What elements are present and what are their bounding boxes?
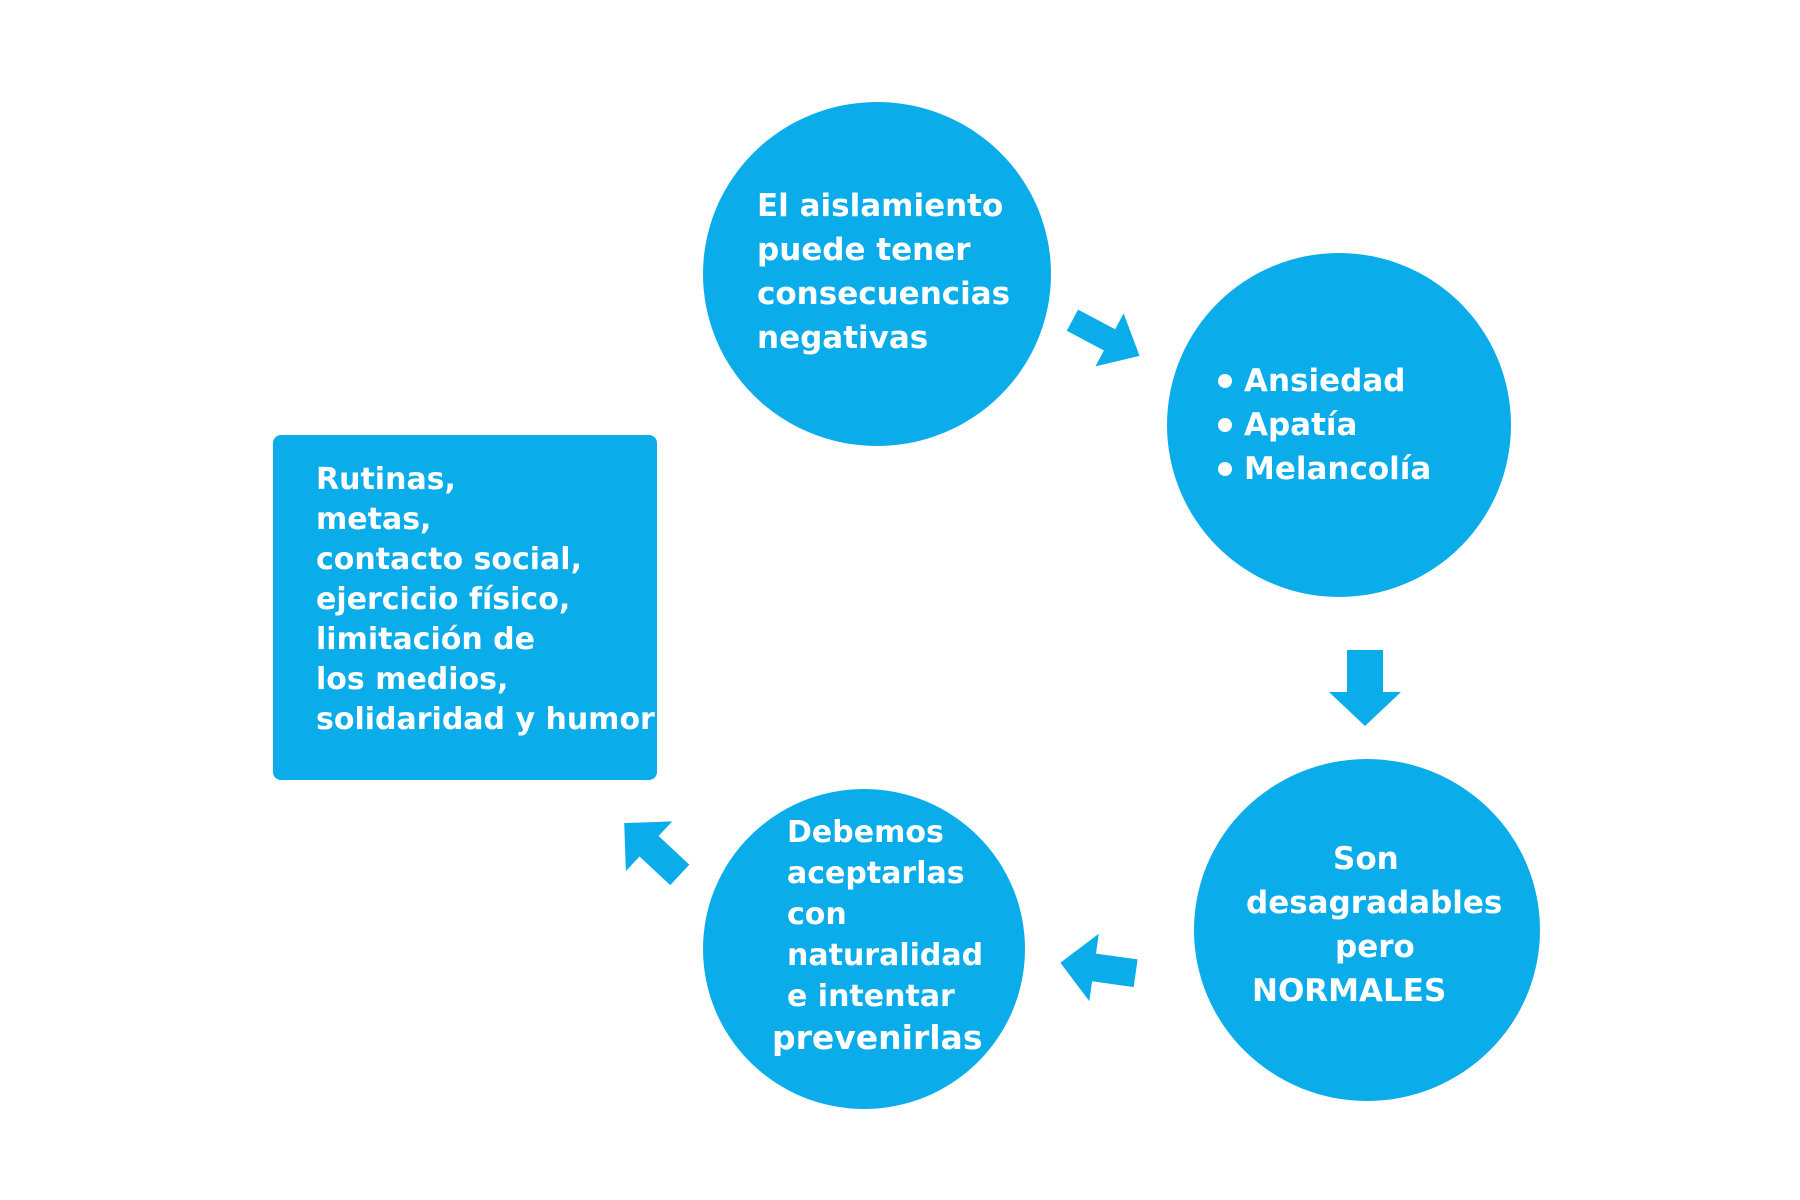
emotions-list-item: Melancolía [1218, 447, 1431, 491]
circle-normal-line: pero [1335, 929, 1415, 965]
arrow-right-to-bottom-right [1325, 648, 1405, 728]
box-strategies-text: Rutinas, metas, contacto social, ejercic… [316, 460, 655, 740]
circle-isolation-line: consecuencias [757, 276, 1011, 312]
emotions-list-item-label: Apatía [1244, 407, 1358, 443]
circle-accept-text: Debemos aceptarlas con naturalidad e int… [772, 812, 983, 1058]
box-strategies-line: contacto social, [316, 542, 582, 577]
circle-isolation-line: negativas [757, 320, 929, 356]
box-strategies [273, 435, 657, 780]
circle-isolation [703, 102, 1051, 446]
circle-isolation-line: El aislamiento [757, 188, 1004, 224]
circle-accept-line: e intentar [787, 979, 955, 1014]
box-strategies-line: Rutinas, [316, 462, 456, 497]
emotions-list: Ansiedad Apatía Melancolía [1218, 359, 1431, 491]
circle-accept-line: con [787, 897, 847, 932]
arrow-right-icon [1066, 309, 1140, 367]
bullet-icon [1218, 374, 1232, 388]
circle-isolation-text: El aislamiento puede tener consecuencias… [757, 184, 1010, 360]
circle-normal [1194, 759, 1540, 1101]
circle-normal-line: NORMALES [1252, 973, 1447, 1009]
circle-accept-line: prevenirlas [772, 1018, 983, 1057]
box-strategies-line: solidaridad y humor [316, 702, 655, 737]
arrow-right-icon [1060, 933, 1138, 1002]
arrow-bottom-left-to-box [595, 792, 708, 905]
circle-normal-line: Son [1333, 841, 1399, 877]
arrow-right-icon [624, 821, 690, 886]
emotions-list-item-label: Melancolía [1244, 451, 1432, 487]
box-strategies-line: metas, [316, 502, 432, 537]
circle-isolation-line: puede tener [757, 232, 971, 268]
box-strategies-line: los medios, [316, 662, 509, 697]
emotions-list-item: Apatía [1218, 403, 1431, 447]
circle-emotions-text: Ansiedad Apatía Melancolía [1218, 359, 1431, 491]
circle-accept-line: aceptarlas [787, 856, 965, 891]
circle-accept [703, 789, 1025, 1109]
circle-normal-text: Son desagradables pero NORMALES [1246, 837, 1512, 1013]
box-strategies-line: ejercicio físico, [316, 582, 571, 617]
emotions-list-item: Ansiedad [1218, 359, 1431, 403]
emotions-list-item-label: Ansiedad [1244, 363, 1406, 399]
circle-normal-line: desagradables [1246, 885, 1503, 921]
box-strategies-line: limitación de [316, 622, 535, 657]
bullet-icon [1218, 418, 1232, 432]
circle-accept-line: naturalidad [787, 938, 984, 973]
arrow-right-icon [1329, 650, 1401, 726]
bullet-icon [1218, 462, 1232, 476]
arrow-top-to-right [1052, 284, 1160, 392]
circle-accept-line: Debemos [787, 815, 944, 850]
arrow-bottom-right-to-bottom-left [1053, 923, 1143, 1013]
